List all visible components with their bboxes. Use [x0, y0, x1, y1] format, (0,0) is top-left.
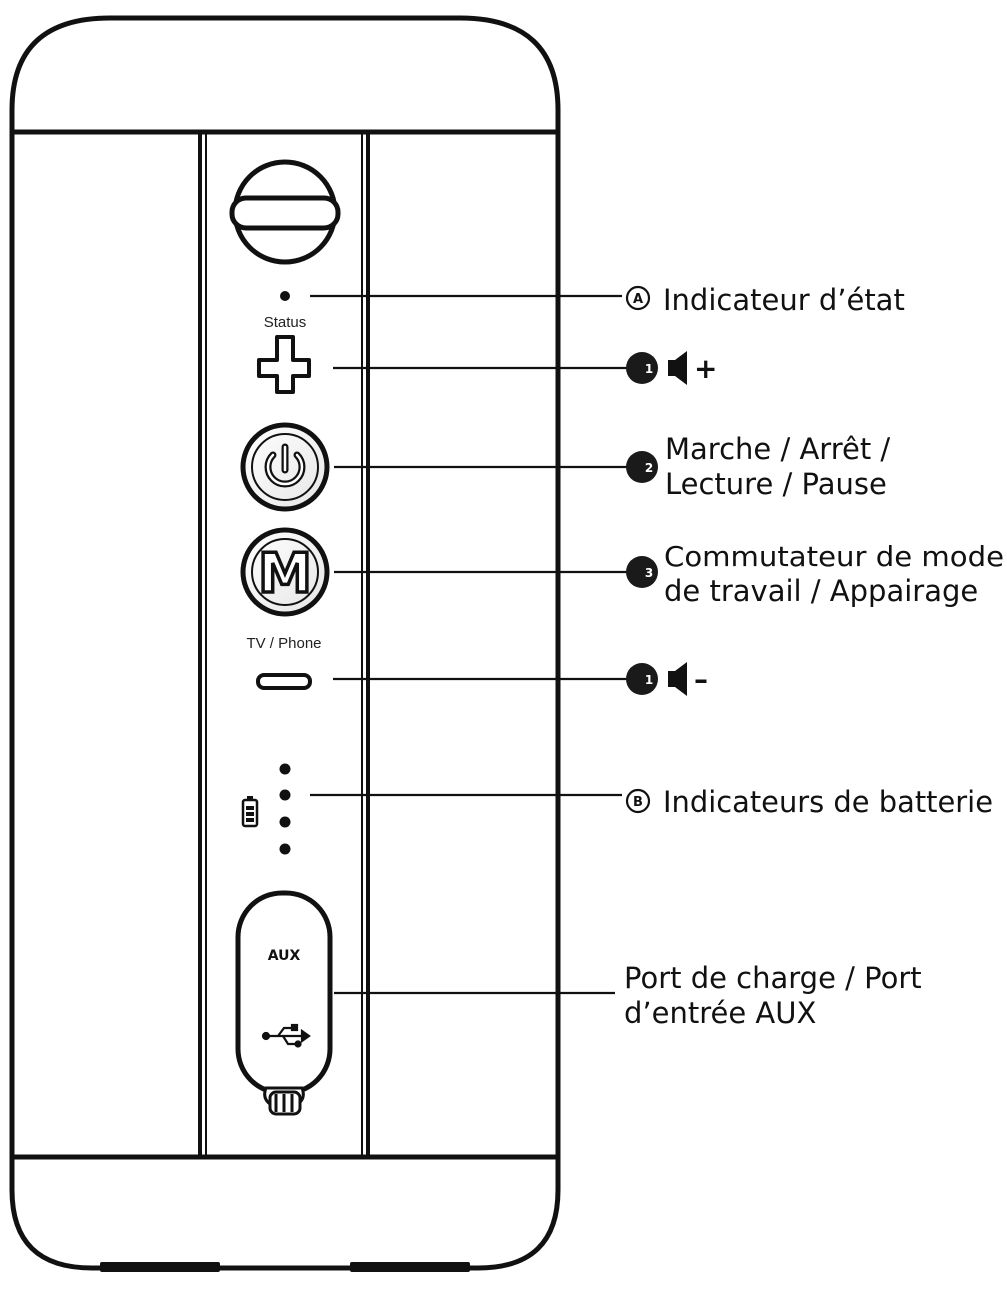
mode-pairing-line1: Commutateur de mode [664, 540, 1004, 573]
marker-2-digit: 2 [645, 461, 653, 475]
marker-1-top [626, 352, 658, 384]
battery-icon [241, 796, 259, 828]
status-led-icon [280, 291, 290, 301]
marker-1-bottom-digit: 1 [645, 673, 653, 687]
speaker-bottom-cap [9, 1157, 561, 1271]
marker-3-digit: 3 [645, 566, 653, 580]
marker-a-letter: A [633, 292, 643, 307]
speaker-control-panel [198, 130, 370, 1159]
marker-1-bottom [626, 663, 658, 695]
power-play-line1: Marche / Arrêt / [665, 432, 890, 466]
speaker-top-cap [9, 15, 561, 132]
battery-led-column [279, 763, 291, 855]
volume-up-sign: + [694, 352, 717, 385]
speaker-volume-icon [668, 351, 687, 385]
speaker-foot-left [100, 1262, 220, 1272]
speaker-feet [100, 1262, 470, 1272]
battery-led [279, 763, 291, 775]
status-label: Status [264, 314, 307, 331]
mode-button[interactable]: M [240, 527, 330, 617]
charge-port-line2: d’entrée AUX [624, 996, 816, 1030]
hanging-strap-icon [229, 159, 341, 265]
volume-down-sign: – [694, 663, 708, 696]
battery-led [279, 789, 291, 801]
port-aux-label: AUX [268, 948, 301, 964]
power-button[interactable] [240, 422, 330, 512]
port-cover[interactable]: AUX [235, 890, 333, 1116]
battery-led [279, 816, 291, 828]
marker-b [625, 788, 651, 814]
callout-volume-up: 1 + [626, 351, 717, 385]
speaker-volume-icon [668, 662, 687, 696]
battery-indicators-text: Indicateurs de batterie [663, 785, 993, 819]
power-icon [264, 443, 306, 488]
power-play-line2: Lecture / Pause [665, 467, 887, 501]
marker-a [625, 285, 651, 311]
volume-minus-icon[interactable] [256, 673, 312, 690]
callout-battery-indicators: B Indicateurs de batterie [625, 785, 993, 819]
mode-label: TV / Phone [246, 635, 321, 652]
callout-volume-down: 1 – [626, 662, 708, 696]
callout-power-play: 2 Marche / Arrêt / Lecture / Pause [626, 432, 890, 501]
volume-plus-icon[interactable] [257, 335, 311, 394]
leader-lines [310, 294, 628, 995]
marker-3 [626, 556, 658, 588]
speaker-foot-right [350, 1262, 470, 1272]
port-cover-hinge-icon [263, 1086, 305, 1116]
battery-led [279, 843, 291, 855]
mode-m-icon: M [258, 542, 312, 605]
marker-2 [626, 451, 658, 483]
marker-1-top-digit: 1 [645, 362, 653, 376]
status-indicator-text: Indicateur d’état [663, 283, 905, 317]
mode-pairing-line2: de travail / Appairage [664, 574, 978, 608]
charge-port-line1: Port de charge / Port [624, 961, 922, 995]
callout-charge-port: Port de charge / Port d’entrée AUX [624, 961, 922, 1030]
usb-icon [261, 1023, 311, 1048]
speaker-body [9, 15, 561, 1271]
callout-status-indicator: A Indicateur d’état [625, 283, 905, 317]
marker-b-letter: B [633, 795, 643, 810]
callout-mode-pairing: 3 Commutateur de mode de travail / Appai… [626, 540, 1004, 608]
